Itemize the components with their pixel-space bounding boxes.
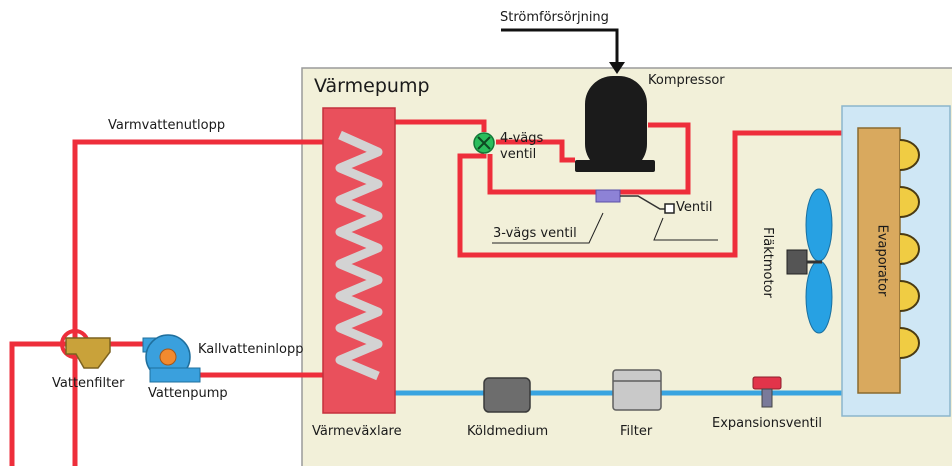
water-filter-label: Vattenfilter [52,376,125,391]
fan-motor [786,249,808,275]
four-way-to-compressor-pipe [496,139,575,163]
four-way-valve-cross-b [477,136,491,150]
valve-leader [653,217,718,241]
heat-exchanger-coil [335,130,383,381]
compressor-base [575,160,655,172]
hot-water-outlet-label: Varmvattenutlopp [108,118,226,133]
coil-loop [899,186,920,218]
suction-return-pipe [457,130,842,258]
expansion-valve-head [752,376,782,390]
expansion-valve-stem [761,388,773,408]
diagram-title: Värmepump [314,75,430,97]
coil-loop [899,139,920,171]
power-supply-line [501,28,619,66]
evaporator-coils [899,139,920,359]
three-way-valve [595,189,621,203]
filter-body [612,369,662,411]
fan-blade-top [805,188,833,262]
coil-loop [899,280,920,312]
hot-refrigerant-pipe-top [395,119,487,132]
compressor [585,76,647,172]
evaporator-label: Evaporator [874,224,890,297]
water-pump-base [149,367,201,383]
evaporator-core [857,127,901,394]
incoming-water-pipe [9,341,70,466]
refrigerant-tank [483,377,531,413]
power-supply-arrow [609,62,625,74]
compressor-loop-pipe [487,122,691,195]
hot-water-outlet-pipe [72,139,340,466]
filter-label: Filter [620,424,653,439]
three-way-valve-leader [492,212,604,244]
heat-exchanger-label: Värmeväxlare [312,424,402,439]
valve-label: Ventil [676,200,713,215]
coil-loop [899,233,920,265]
fan-blade-bottom [805,260,833,334]
cold-water-inlet-label: Kallvatteninlopp [198,342,304,357]
coil-loop [899,327,920,359]
four-way-valve-label-line1: 4-vägs [500,131,544,146]
compressor-label: Kompressor [648,73,725,88]
three-way-valve-stem [620,195,668,210]
fan-motor-label: Fläktmotor [759,227,775,298]
water-filter [65,337,111,369]
refrigerant-label: Köldmedium [467,424,549,439]
valve-head [664,203,675,214]
four-way-valve-label-line2: ventil [500,147,537,162]
water-pump-label: Vattenpump [148,386,228,401]
water-pump-core [159,348,177,366]
three-way-valve-label: 3-vägs ventil [493,226,577,241]
expansion-valve-label: Expansionsventil [712,416,822,431]
power-supply-label: Strömförsörjning [500,10,609,25]
